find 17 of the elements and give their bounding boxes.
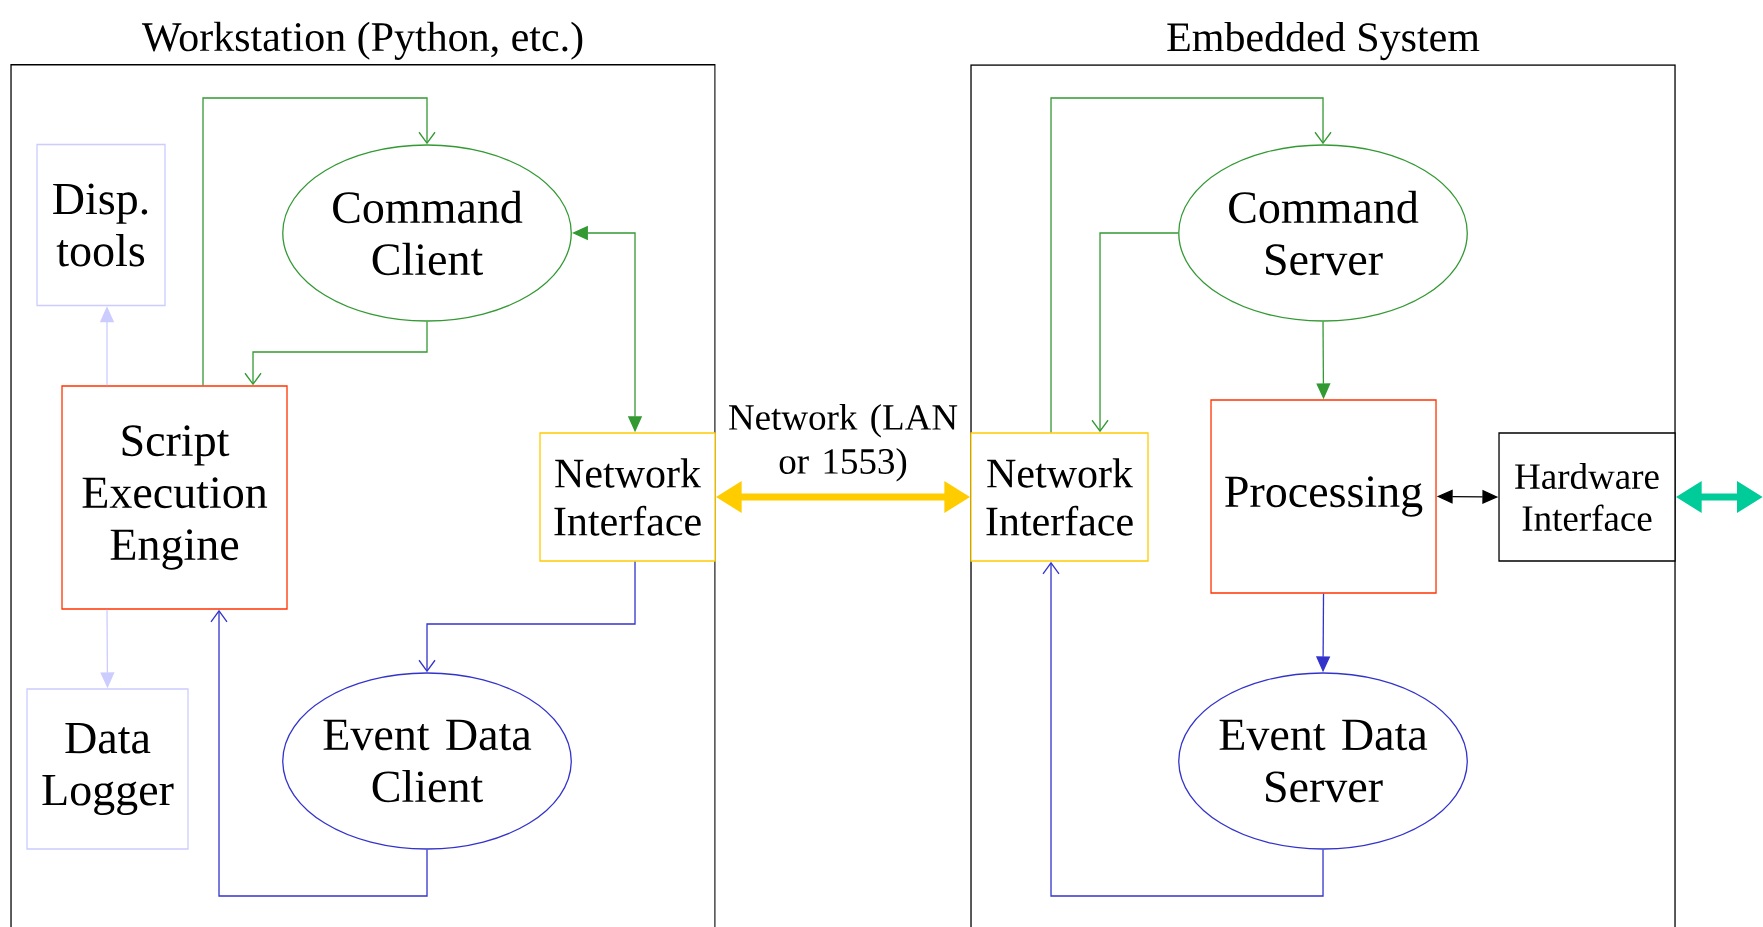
process-box: Network Interface — [539, 432, 716, 562]
arrow — [1050, 97, 1332, 433]
process-box: Network Interface — [970, 432, 1149, 562]
process-box: Hardware Interface — [1498, 432, 1676, 562]
process-box: Data Logger — [26, 688, 189, 850]
edge-label: Network (LAN or 1553) — [729, 403, 958, 482]
arrow — [202, 97, 436, 386]
arrow — [210, 609, 428, 897]
node-label: Embedded System — [1167, 21, 1480, 61]
process-box: Processing — [1210, 399, 1437, 594]
arrow — [1091, 232, 1179, 433]
node-label: Workstation (Python, etc.) — [141, 21, 583, 60]
arrow — [1042, 561, 1324, 897]
process-box: Disp. tools — [36, 143, 166, 307]
arrow — [418, 561, 636, 673]
arrow — [244, 321, 428, 386]
process-box: Script Execution Engine — [61, 385, 288, 610]
